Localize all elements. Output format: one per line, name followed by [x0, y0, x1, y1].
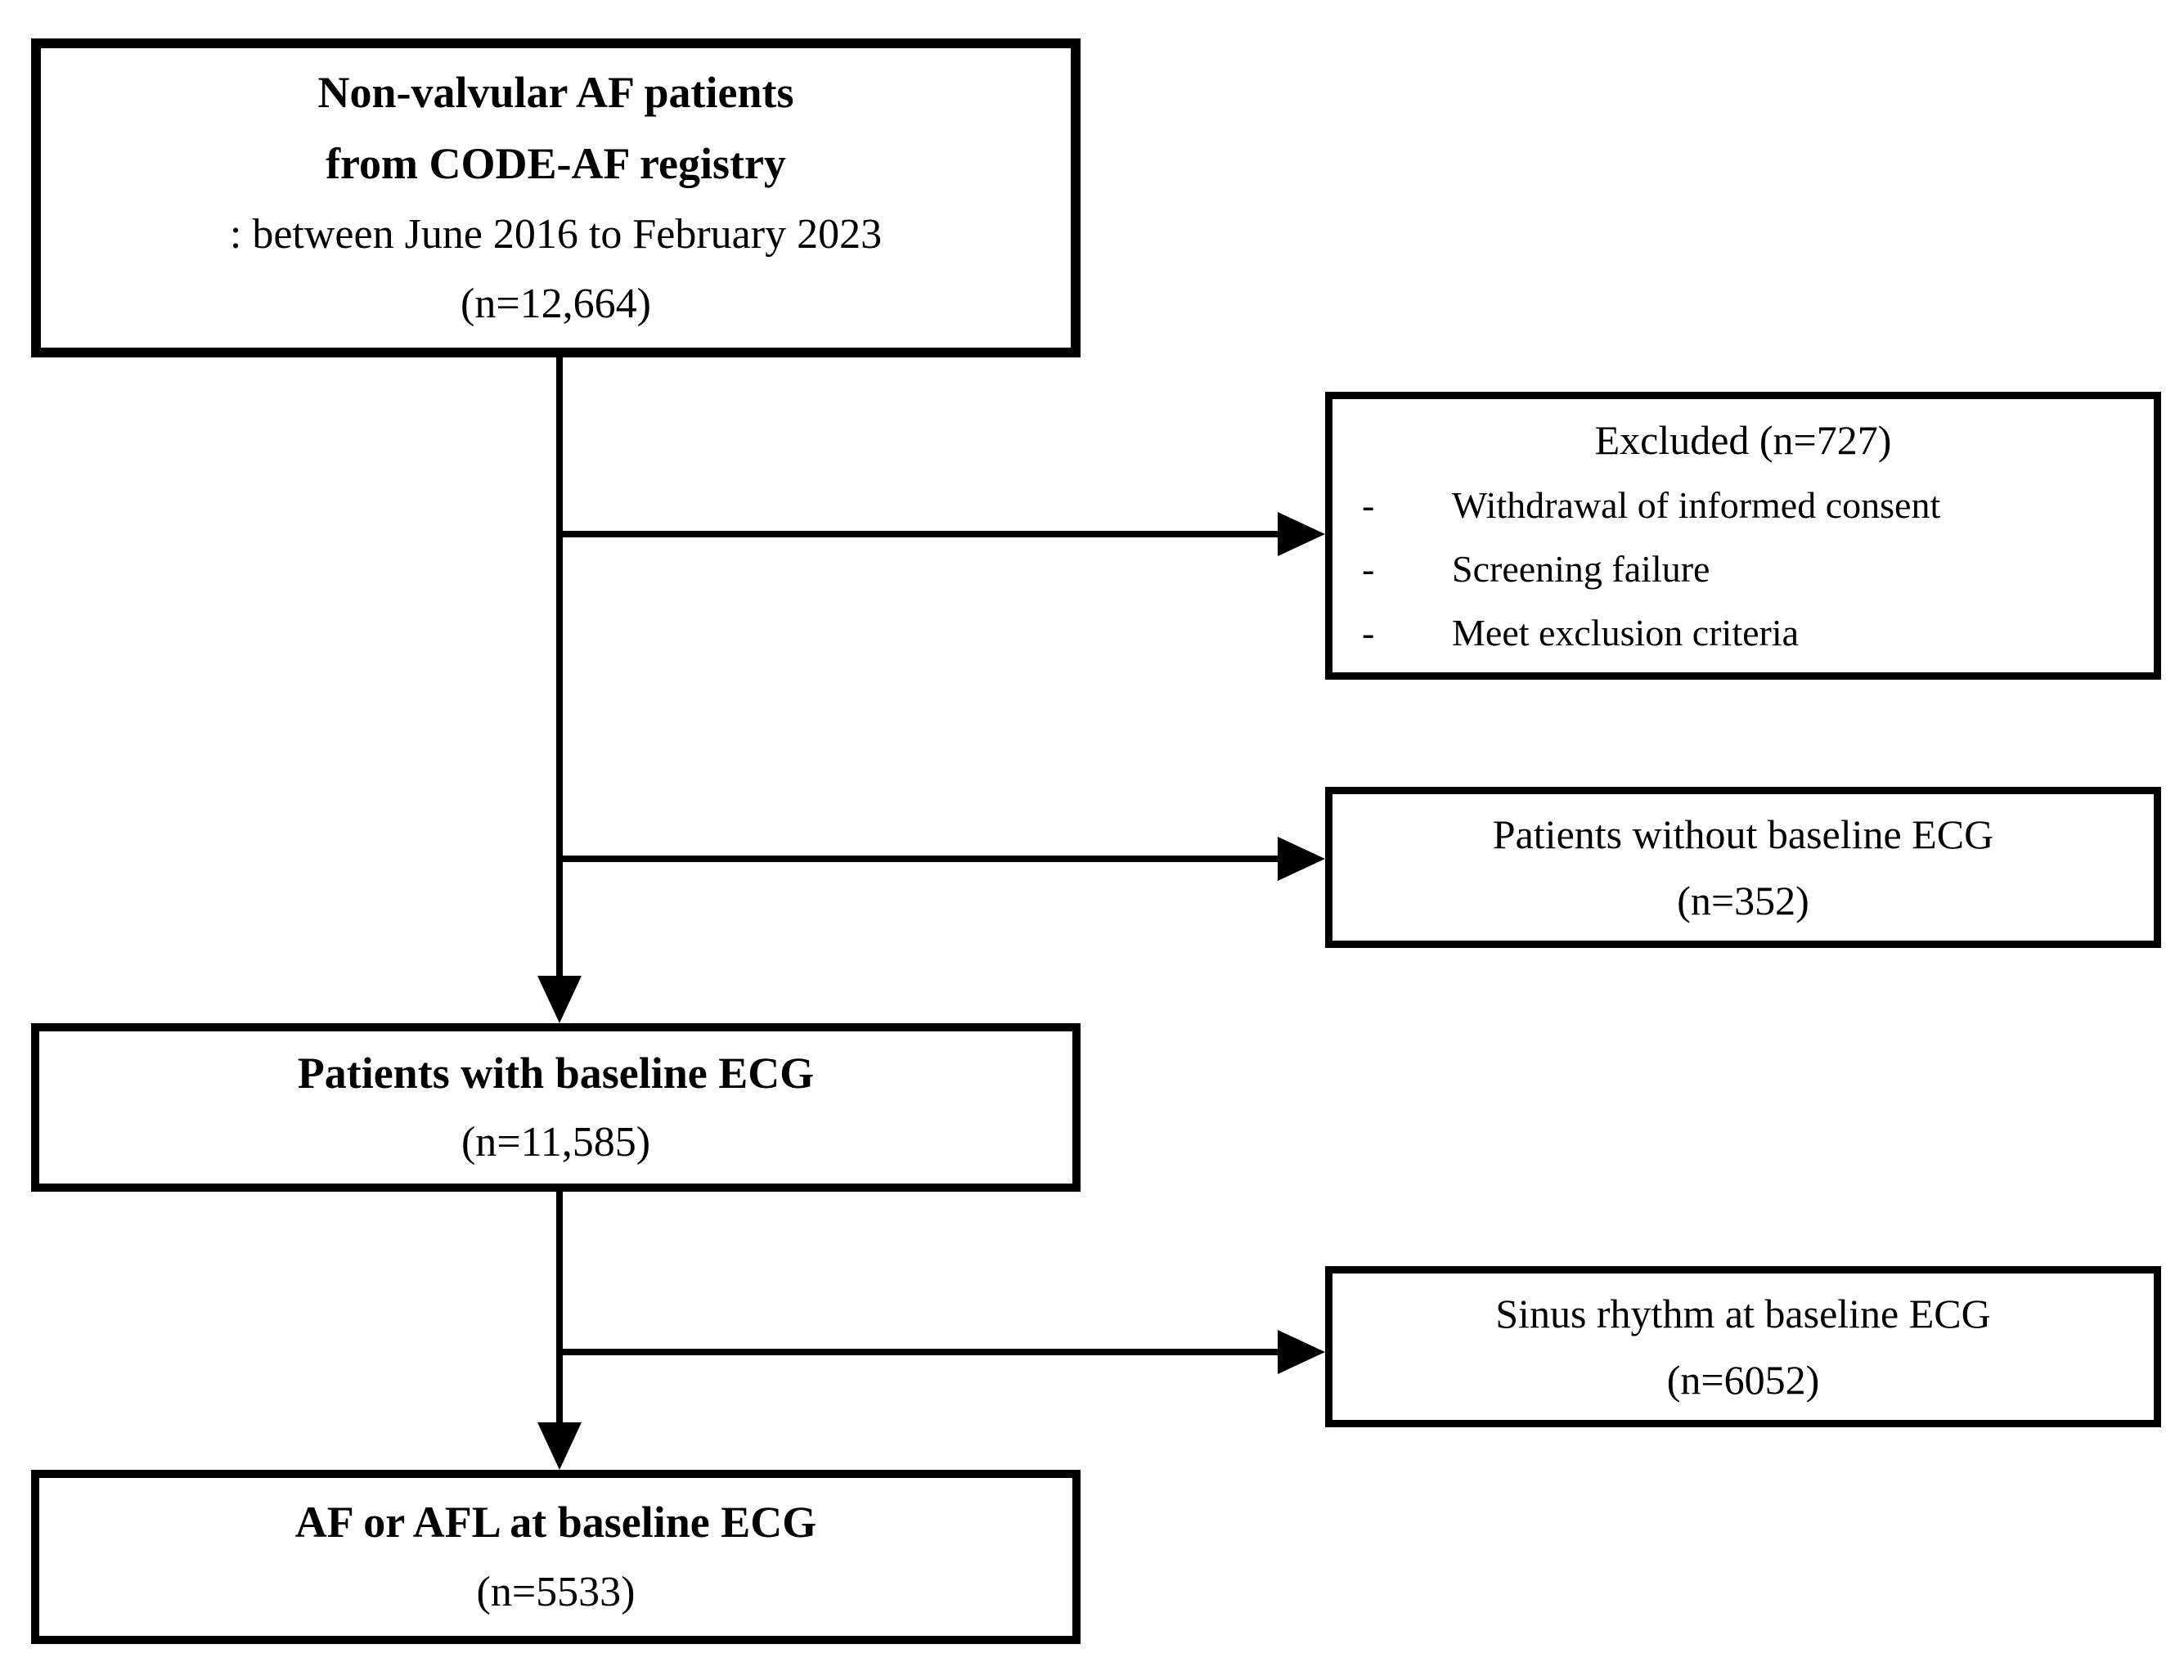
- flow-line-vertical-2: [556, 1192, 563, 1425]
- no-ecg-count: (n=352): [1677, 878, 1809, 923]
- registry-title-line1: Non-valvular AF patients: [317, 67, 794, 117]
- excluded-item-2-text: Screening failure: [1452, 548, 1710, 590]
- af-count: (n=5533): [476, 1569, 636, 1616]
- arrowhead-right-into-no-ecg: [1278, 837, 1325, 881]
- arrowhead-right-into-excluded: [1278, 512, 1325, 556]
- excluded-item-3: - Meet exclusion criteria: [1332, 609, 2154, 658]
- no-ecg-label: Patients without baseline ECG: [1492, 811, 1994, 857]
- flow-line-branch-sinus: [559, 1349, 1279, 1355]
- excluded-item-1-text: Withdrawal of informed consent: [1452, 484, 1941, 526]
- sinus-count: (n=6052): [1666, 1357, 1820, 1403]
- excluded-item-3-dash: -: [1362, 612, 1375, 654]
- arrowhead-down-into-with-ecg: [537, 976, 582, 1023]
- box-registry-population: Non-valvular AF patients from CODE-AF re…: [31, 38, 1081, 357]
- box-excluded: Excluded (n=727) - Withdrawal of informe…: [1325, 392, 2161, 680]
- arrowhead-right-into-sinus: [1278, 1330, 1325, 1374]
- with-ecg-label: Patients with baseline ECG: [297, 1049, 815, 1098]
- excluded-item-2: - Screening failure: [1332, 545, 2154, 594]
- excluded-title: Excluded (n=727): [1594, 417, 1892, 463]
- arrowhead-down-into-af-afl: [537, 1422, 582, 1470]
- registry-period: : between June 2016 to February 2023: [229, 210, 883, 258]
- box-af-or-afl: AF or AFL at baseline ECG (n=5533): [31, 1470, 1081, 1644]
- flow-line-branch-no-ecg: [559, 856, 1279, 862]
- registry-count: (n=12,664): [461, 281, 651, 328]
- sinus-label: Sinus rhythm at baseline ECG: [1495, 1291, 1991, 1336]
- registry-title-line2: from CODE-AF registry: [326, 139, 786, 189]
- box-patients-with-baseline-ecg: Patients with baseline ECG (n=11,585): [31, 1023, 1081, 1192]
- box-sinus-rhythm: Sinus rhythm at baseline ECG (n=6052): [1325, 1266, 2161, 1427]
- flow-line-vertical-1: [556, 357, 563, 979]
- excluded-item-3-text: Meet exclusion criteria: [1452, 612, 1800, 654]
- af-label: AF or AFL at baseline ECG: [294, 1497, 817, 1547]
- flow-line-branch-excluded: [559, 531, 1279, 537]
- excluded-item-1: - Withdrawal of informed consent: [1332, 481, 2154, 530]
- with-ecg-count: (n=11,585): [461, 1118, 651, 1166]
- excluded-item-1-dash: -: [1362, 484, 1375, 526]
- excluded-item-2-dash: -: [1362, 548, 1375, 590]
- box-patients-without-baseline-ecg: Patients without baseline ECG (n=352): [1325, 787, 2161, 948]
